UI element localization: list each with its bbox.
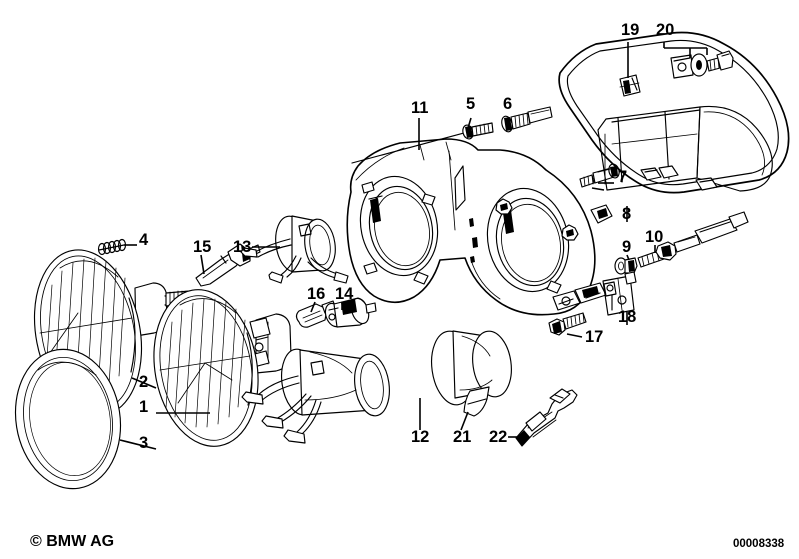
callout-3: 3 bbox=[139, 434, 149, 452]
retainer-clip bbox=[515, 388, 578, 447]
callout-4: 4 bbox=[139, 231, 149, 249]
callout-20: 20 bbox=[656, 21, 675, 39]
screw bbox=[351, 122, 494, 164]
headlight-lens-right bbox=[153, 289, 292, 447]
mounting-bracket bbox=[602, 271, 637, 316]
callout-13: 13 bbox=[233, 238, 252, 256]
callout-14: 14 bbox=[335, 285, 354, 303]
bulb-cover-cap bbox=[431, 330, 512, 417]
callout-21: 21 bbox=[453, 428, 472, 446]
bulb-socket-connector bbox=[240, 215, 349, 284]
callout-16: 16 bbox=[307, 285, 326, 303]
grommet-and-screw bbox=[690, 50, 734, 77]
callout-17: 17 bbox=[585, 328, 604, 346]
callout-8: 8 bbox=[622, 205, 632, 223]
hex-screw bbox=[548, 312, 587, 336]
headlight-housing bbox=[346, 138, 613, 316]
callout-2: 2 bbox=[139, 373, 149, 391]
nut bbox=[624, 257, 638, 274]
callout-6: 6 bbox=[503, 95, 513, 113]
callout-15: 15 bbox=[193, 238, 212, 256]
callout-12: 12 bbox=[411, 428, 430, 446]
callout-18: 18 bbox=[618, 308, 637, 326]
callout-22: 22 bbox=[489, 428, 508, 446]
callout-9: 9 bbox=[622, 238, 632, 256]
spring bbox=[97, 238, 127, 256]
callout-11: 11 bbox=[411, 99, 429, 117]
callout-10: 10 bbox=[645, 228, 664, 246]
callout-1: 1 bbox=[139, 398, 149, 416]
adjusting-pin bbox=[501, 106, 553, 133]
copyright-notice: © BMW AG bbox=[30, 533, 115, 550]
callout-5: 5 bbox=[466, 95, 476, 113]
callout-7: 7 bbox=[618, 168, 628, 186]
callout-19: 19 bbox=[621, 21, 640, 39]
headlight-cover-trim bbox=[558, 31, 790, 194]
sealing-ring bbox=[14, 348, 122, 490]
drawing-number: 00008338 bbox=[733, 538, 785, 550]
leader-lines bbox=[119, 42, 708, 450]
bulb-socket-wired bbox=[241, 348, 390, 444]
adjuster-assembly bbox=[637, 211, 749, 268]
